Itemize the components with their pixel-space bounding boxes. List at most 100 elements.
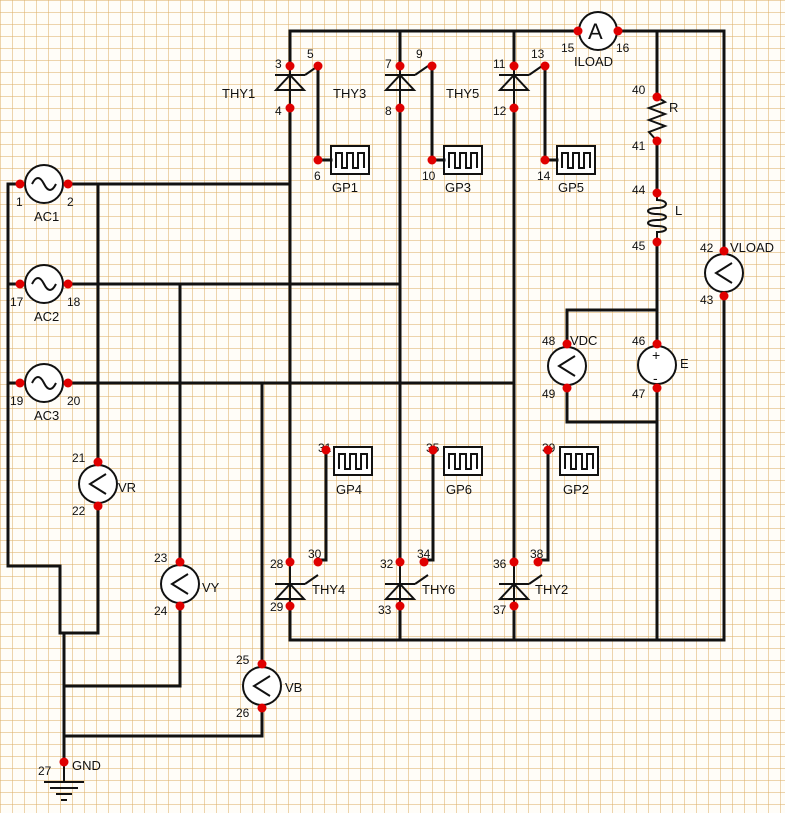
node-dot	[652, 383, 662, 393]
node-dot	[15, 279, 25, 289]
node-dot	[427, 61, 437, 71]
thyristor-symbol	[497, 65, 543, 108]
node-dot	[257, 659, 267, 669]
wire-gate-thy6	[422, 448, 435, 562]
l-label: L	[675, 203, 682, 218]
thy1[interactable]: THY1 3 4 5	[222, 47, 319, 118]
node-dot	[395, 601, 405, 611]
pin-label: 15	[561, 41, 575, 55]
pulse-generator-box	[559, 446, 599, 476]
node-dot	[573, 26, 583, 36]
node-dot	[63, 378, 73, 388]
node-dot	[257, 703, 267, 713]
wire-gate-thy2	[536, 448, 550, 562]
pin-label: 27	[38, 764, 52, 778]
inductor-l[interactable]: L 44 45	[632, 183, 682, 253]
voltmeter-arrow-icon	[714, 262, 733, 284]
gp2-label: GP2	[563, 482, 589, 497]
gp4[interactable]: GP4 31	[318, 441, 373, 497]
node-dot	[543, 445, 553, 455]
node-dot	[562, 383, 572, 393]
gp1[interactable]: GP1 6	[314, 145, 370, 195]
pin-label: 18	[67, 295, 81, 309]
node-dot	[395, 103, 405, 113]
vy-voltmeter[interactable]: VY 23 24	[154, 551, 220, 618]
pin-label: 7	[385, 57, 392, 71]
pin-label: 10	[422, 169, 436, 183]
resistor-r[interactable]: R 40 41	[632, 83, 678, 153]
node-dot	[313, 61, 323, 71]
pin-label: 40	[632, 83, 646, 97]
pin-label: 5	[307, 47, 314, 61]
node-dot	[313, 155, 323, 165]
iload-ammeter[interactable]: A ILOAD 15 16	[561, 11, 630, 69]
voltmeter-arrow-icon	[252, 675, 271, 697]
pin-label: 20	[67, 394, 81, 408]
ac1-label: AC1	[34, 209, 59, 224]
voltmeter-circle	[78, 464, 118, 504]
pin-label: 43	[700, 293, 714, 307]
gp2[interactable]: GP2 39	[542, 441, 599, 497]
wires	[6, 29, 726, 764]
node-dot	[652, 188, 662, 198]
pin-label: 2	[67, 195, 74, 209]
wire-vdc-bottom	[565, 388, 659, 424]
pin-label: 8	[385, 104, 392, 118]
gp5-label: GP5	[558, 180, 584, 195]
thy6[interactable]: THY6 32 33 34	[378, 547, 455, 617]
pin-label: 17	[10, 295, 24, 309]
ac2[interactable]: AC2 17 18	[10, 264, 81, 324]
e-label: E	[680, 356, 689, 371]
pin-label: 23	[154, 551, 168, 565]
pin-label: 30	[308, 547, 322, 561]
vb-voltmeter[interactable]: VB 25 26	[236, 653, 302, 720]
wire-vb-return	[62, 706, 264, 738]
pulse-generator-box	[333, 446, 373, 476]
vdc-label: VDC	[570, 333, 597, 348]
voltmeter-arrow-icon	[170, 573, 189, 595]
ac1[interactable]: AC1 1 2	[16, 164, 74, 224]
thy6-label: THY6	[422, 582, 455, 597]
thy4[interactable]: THY4 28 29 30	[270, 547, 345, 614]
thyristor-symbol	[383, 65, 429, 108]
gp5[interactable]: GP5 14	[537, 145, 596, 195]
gp6-label: GP6	[446, 482, 472, 497]
gp6[interactable]: GP6 35	[426, 441, 483, 497]
pin-label: 1	[16, 195, 23, 209]
pin-label: 34	[417, 547, 431, 561]
node-dot	[175, 601, 185, 611]
thy2[interactable]: THY2 36 37 38	[493, 547, 568, 617]
wire-16-r	[616, 29, 659, 99]
node-dot	[395, 557, 405, 567]
pin-label: 13	[531, 47, 545, 61]
vdc-voltmeter[interactable]: VDC 48 49	[542, 333, 597, 401]
pin-label: 47	[632, 387, 646, 401]
node-dot	[613, 26, 623, 36]
pin-label: 19	[10, 394, 24, 408]
node-dot	[428, 445, 438, 455]
pin-label: 12	[493, 104, 507, 118]
sine-wave-icon	[31, 277, 57, 291]
voltmeter-circle	[242, 666, 282, 706]
node-dot	[93, 457, 103, 467]
wire-neutral	[6, 182, 100, 635]
ac3[interactable]: AC3 19 20	[10, 363, 81, 423]
sine-wave-icon	[31, 177, 57, 191]
ground[interactable]: GND 27	[38, 758, 101, 801]
vload-voltmeter[interactable]: VLOAD 42 43	[700, 240, 774, 307]
thy2-label: THY2	[535, 582, 568, 597]
gp3[interactable]: GP3 10	[422, 145, 483, 195]
ac2-label: AC2	[34, 309, 59, 324]
node-dot	[652, 136, 662, 146]
plus-sign: +	[652, 347, 660, 363]
node-dot	[719, 291, 729, 301]
node-dot	[285, 61, 295, 71]
thy3[interactable]: THY3 7 8 9	[333, 47, 429, 118]
thy5[interactable]: THY5 11 12 13	[446, 47, 545, 118]
pin-label: 3	[275, 57, 282, 71]
pulse-wave-icon	[338, 453, 368, 470]
pin-label: 9	[416, 47, 423, 61]
vr-voltmeter[interactable]: VR 21 22	[72, 451, 136, 518]
pulse-generator-box	[556, 145, 596, 175]
r-label: R	[669, 100, 678, 115]
